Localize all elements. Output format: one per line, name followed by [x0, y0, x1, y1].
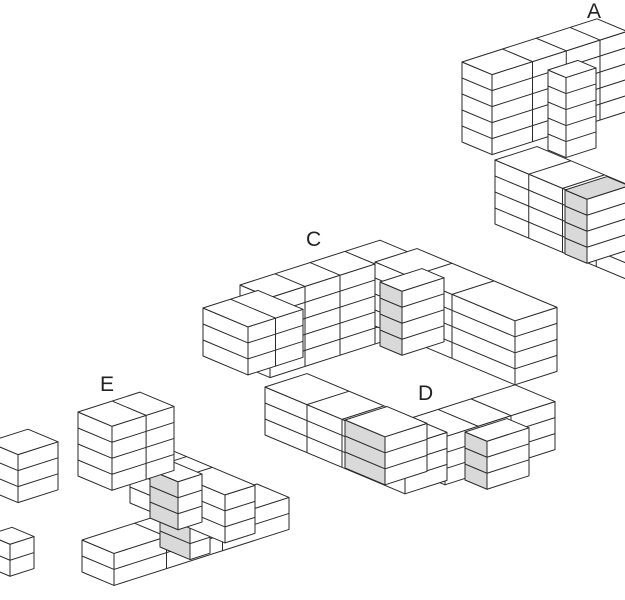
roof-divider	[562, 174, 605, 189]
building-roof	[379, 268, 445, 292]
floor-line	[202, 323, 249, 344]
roof-divider	[309, 262, 341, 276]
floor-line	[514, 338, 558, 354]
floor-line	[547, 117, 567, 127]
floor-line	[461, 109, 493, 124]
floor-line	[565, 115, 597, 127]
roof-divider	[111, 400, 147, 416]
label-building-e: E	[100, 373, 115, 396]
floor-line	[0, 555, 11, 561]
floor-line	[9, 552, 35, 561]
floor-line	[77, 459, 113, 475]
label-building-c: C	[306, 228, 322, 251]
floor-line	[111, 421, 175, 443]
floor-line	[401, 293, 445, 308]
floor-line	[464, 463, 488, 474]
floor-line	[461, 77, 493, 92]
building-roof	[547, 59, 597, 79]
roof-divider	[470, 398, 512, 417]
floor-line	[177, 489, 203, 499]
roof-divider	[344, 250, 376, 265]
floor-line	[565, 99, 597, 111]
building-roof	[77, 391, 175, 427]
floor-line	[564, 205, 588, 216]
building-roof	[374, 248, 558, 322]
floor-line	[77, 427, 113, 443]
floor-line	[514, 354, 558, 370]
floor-line	[344, 435, 386, 454]
roof-divider	[437, 408, 479, 427]
floor-line	[379, 297, 403, 308]
floor-line	[0, 462, 19, 472]
building-roof	[0, 428, 59, 456]
floor-line	[81, 555, 115, 570]
floor-line	[0, 478, 19, 488]
roof-divider	[230, 298, 276, 319]
floor-line	[202, 339, 249, 360]
floor-line	[486, 443, 530, 458]
roof-divider	[536, 37, 567, 52]
roof-divider	[306, 390, 350, 406]
building-roof	[344, 406, 428, 438]
floor-line	[384, 454, 428, 470]
roof-divider	[341, 405, 385, 420]
building-roof	[0, 526, 35, 545]
building-roof	[564, 176, 625, 200]
floor-line	[564, 221, 588, 232]
floor-line	[177, 505, 203, 515]
building-front-face	[547, 69, 567, 159]
floor-line	[149, 501, 179, 515]
floor-line	[547, 133, 567, 143]
floor-line	[401, 309, 445, 324]
floor-line	[224, 500, 256, 512]
floor-line	[461, 125, 493, 140]
floor-line	[565, 83, 597, 95]
building-roof	[464, 418, 530, 442]
floor-line	[486, 459, 530, 474]
building-roof	[461, 18, 625, 76]
roof-divider	[502, 48, 533, 63]
floor-line	[565, 131, 597, 143]
floor-line	[189, 536, 211, 545]
floor-line	[17, 457, 59, 472]
building-front-face	[461, 61, 493, 156]
floor-line	[547, 101, 567, 111]
label-building-a: A	[587, 0, 602, 23]
floor-line	[384, 438, 428, 454]
floor-line	[464, 447, 488, 458]
roof-divider	[569, 26, 601, 41]
floor-line	[111, 437, 175, 459]
building-side-face	[177, 473, 203, 531]
building-side-face	[565, 67, 597, 159]
floor-line	[586, 234, 625, 248]
building-front-face	[464, 431, 488, 490]
roof-divider	[528, 160, 571, 175]
floor-line	[344, 451, 386, 470]
floor-line	[379, 329, 403, 340]
floor-line	[77, 443, 113, 459]
floor-line	[547, 85, 567, 95]
floor-line	[17, 473, 59, 488]
roof-divider	[451, 280, 495, 295]
floor-line	[461, 93, 493, 108]
floor-line	[586, 202, 625, 216]
label-building-d: D	[418, 382, 434, 405]
floor-line	[401, 325, 445, 340]
floor-line	[514, 322, 558, 338]
floor-line	[159, 530, 191, 545]
floor-line	[379, 313, 403, 324]
floor-line	[564, 237, 588, 248]
floor-line	[111, 453, 175, 475]
floor-line	[224, 516, 256, 528]
roof-divider	[274, 273, 306, 287]
floor-line	[149, 485, 179, 499]
floor-line	[586, 218, 625, 232]
